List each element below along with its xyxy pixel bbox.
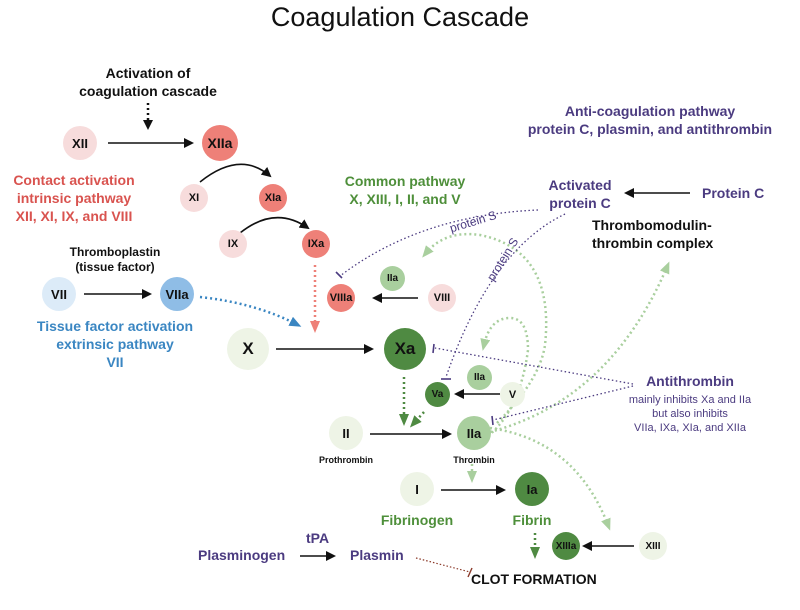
- intrinsic-label-line1: Contact activation: [13, 172, 135, 188]
- thrombin-label: Thrombin: [453, 455, 495, 465]
- extrinsic-label-line2: extrinsic pathway: [56, 336, 174, 352]
- plasmin-label: Plasmin: [350, 547, 404, 563]
- node-ia: Ia: [515, 472, 549, 506]
- thrombomodulin-line2: thrombin complex: [592, 235, 714, 251]
- thromboplastin-line2: (tissue factor): [75, 260, 155, 274]
- antithrombin-label: Antithrombin: [646, 373, 734, 389]
- tpa-label: tPA: [306, 530, 330, 546]
- node-ii: II: [329, 416, 363, 450]
- clot-formation-label: CLOT FORMATION: [471, 571, 597, 587]
- protein-c-label: Protein C: [702, 185, 765, 201]
- antithrombin-desc-line3: VIIa, IXa, XIa, and XIIa: [634, 422, 746, 434]
- viia-to-x-arrow: [199, 295, 302, 327]
- xi-to-xia-arrow: [199, 163, 272, 183]
- node-xi: XI: [180, 184, 208, 212]
- node-vii: VII: [42, 277, 76, 311]
- activated-protein-c-line1: Activated: [548, 177, 612, 193]
- intrinsic-label-line3: XII, XI, IX, and VIII: [15, 208, 133, 224]
- iia-to-xiiia-arrow: [489, 426, 611, 531]
- ix-to-ixa-arrow: [239, 216, 310, 234]
- iia-to-thrombomodulin-arrow: [489, 261, 670, 434]
- antithrombin-to-iia-line: [492, 385, 634, 421]
- node-iia-viii: IIa: [380, 266, 405, 291]
- protein-s-to-viiia-line: [339, 209, 539, 277]
- anticoagulation-label-line1: Anti-coagulation pathway: [564, 103, 736, 119]
- antithrombin-desc-line2: but also inhibits: [652, 408, 728, 420]
- xa-inhibit-bar: [432, 343, 435, 354]
- node-viia: VIIa: [160, 277, 194, 311]
- plasminogen-label: Plasminogen: [198, 547, 286, 563]
- node-xiia: XIIa: [202, 125, 238, 161]
- node-iia: IIa: [457, 416, 491, 450]
- intrinsic-label-line2: intrinsic pathway: [16, 190, 132, 206]
- common-label-line1: Common pathway: [344, 173, 466, 189]
- activated-protein-c-label: Activated protein C: [540, 176, 620, 212]
- antithrombin-to-xa-line: [434, 347, 634, 385]
- extrinsic-pathway-label: Tissue factor activation extrinsic pathw…: [20, 317, 210, 371]
- activation-label-line2: coagulation cascade: [79, 83, 217, 99]
- plasmin-to-clot-line: [415, 557, 471, 573]
- node-viiia: VIIIa: [327, 284, 355, 312]
- antithrombin-desc-line1: mainly inhibits Xa and IIa: [628, 394, 752, 406]
- common-pathway-label: Common pathway X, XIII, I, II, and V: [330, 172, 480, 208]
- node-x: X: [227, 328, 269, 370]
- extrinsic-label-line1: Tissue factor activation: [36, 318, 194, 334]
- viiia-inhibit-bar: [335, 271, 343, 279]
- fibrin-label: Fibrin: [512, 512, 552, 528]
- fibrinogen-label: Fibrinogen: [380, 512, 454, 528]
- protein-s-to-va-line: [445, 213, 566, 378]
- node-ix: IX: [219, 230, 247, 258]
- clot-inhibit-bar: [467, 567, 473, 578]
- node-viii: VIII: [428, 284, 456, 312]
- node-va: Va: [425, 382, 450, 407]
- iia-to-v-arrow: [480, 316, 530, 437]
- node-v: V: [500, 382, 525, 407]
- thrombomodulin-label: Thrombomodulin- thrombin complex: [592, 216, 713, 252]
- common-label-line2: X, XIII, I, II, and V: [349, 191, 461, 207]
- va-to-ii-arrow: [409, 411, 425, 428]
- node-iia-v: IIa: [467, 365, 492, 390]
- antithrombin-description: mainly inhibits Xa and IIa but also inhi…: [600, 393, 780, 435]
- node-i: I: [400, 472, 434, 506]
- activated-protein-c-line2: protein C: [549, 195, 611, 211]
- iia-inhibit-bar: [491, 415, 494, 426]
- thromboplastin-line1: Thromboplastin: [69, 245, 161, 259]
- node-xia: XIa: [259, 184, 287, 212]
- thrombomodulin-line1: Thrombomodulin-: [592, 217, 712, 233]
- thromboplastin-label: Thromboplastin (tissue factor): [60, 245, 170, 275]
- intrinsic-pathway-label: Contact activation intrinsic pathway XII…: [0, 171, 148, 225]
- anticoagulation-label-line2: protein C, plasmin, and antithrombin: [527, 121, 773, 137]
- anticoagulation-pathway-label: Anti-coagulation pathway protein C, plas…: [510, 102, 790, 138]
- activation-label-line1: Activation of: [105, 65, 191, 81]
- node-xa: Xa: [384, 328, 426, 370]
- node-xii: XII: [63, 126, 97, 160]
- node-ixa: IXa: [302, 230, 330, 258]
- node-xiii: XIII: [639, 532, 667, 560]
- node-xiiia: XIIIa: [552, 532, 580, 560]
- extrinsic-label-line3: VII: [106, 354, 124, 370]
- page-title: Coagulation Cascade: [270, 2, 530, 32]
- activation-label: Activation of coagulation cascade: [68, 64, 228, 100]
- prothrombin-label: Prothrombin: [319, 455, 373, 465]
